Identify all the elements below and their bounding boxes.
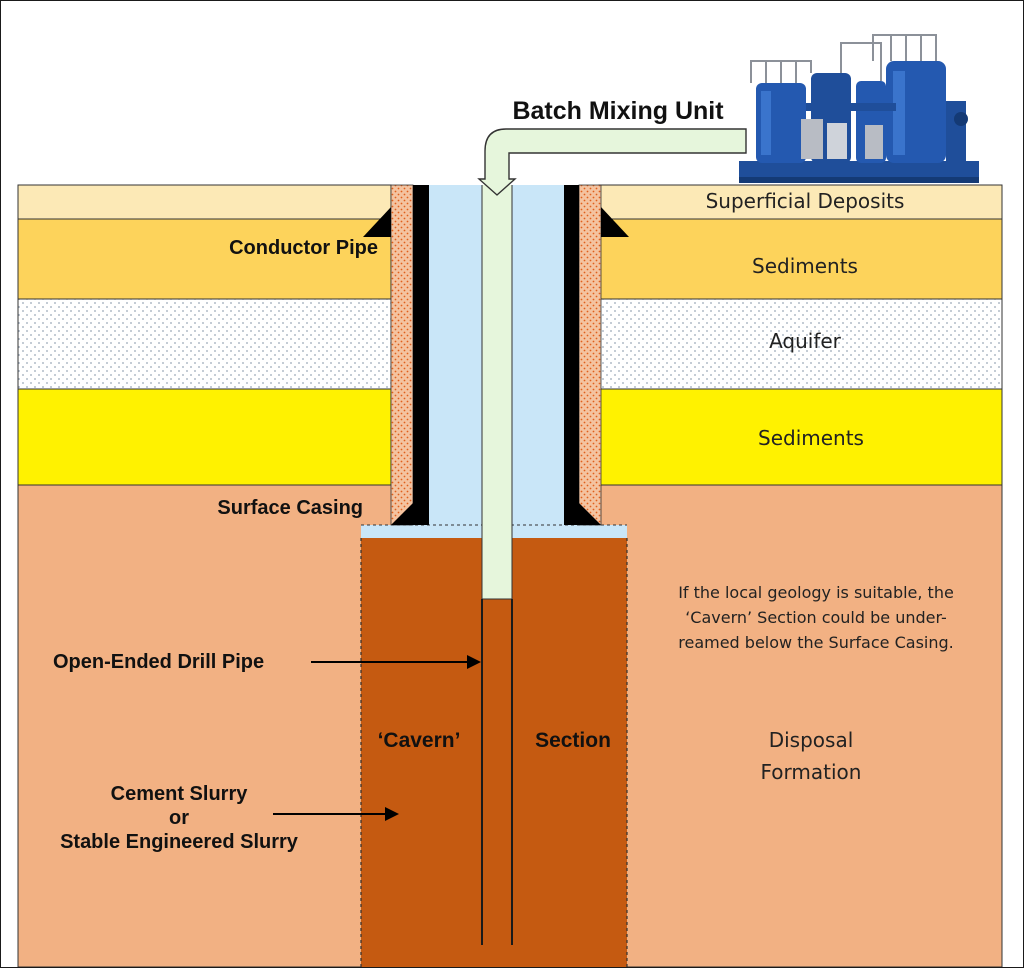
section-label: Section	[535, 729, 611, 752]
stratum-aquifer-right	[598, 298, 1003, 390]
aquifer-label: Aquifer	[769, 329, 842, 353]
drill-pipe-label: Open-Ended Drill Pipe	[53, 651, 264, 673]
note-line2: ‘Cavern’ Section could be under-	[685, 608, 947, 627]
drill-pipe-arrow	[311, 655, 481, 669]
sediments-1-label: Sediments	[752, 254, 858, 278]
note-line3: reamed below the Surface Casing.	[678, 633, 953, 652]
surface-casing-right-wall	[564, 185, 579, 525]
cavern-slurry-fill	[361, 538, 627, 967]
conductor-pipe-label: Conductor Pipe	[229, 237, 378, 259]
drill-pipe	[481, 185, 513, 945]
surface-casing-left-wall	[413, 185, 429, 525]
stratum-sediments-2-right	[598, 388, 1003, 486]
slurry-label-line2: or	[169, 807, 189, 829]
batch-mixing-unit-label: Batch Mixing Unit	[512, 97, 724, 125]
stratum-superficial-right	[598, 184, 1003, 220]
conductor-pipe-left	[363, 207, 391, 237]
note-line1: If the local geology is suitable, the	[678, 583, 954, 602]
stratum-sediments-1-right	[598, 218, 1003, 300]
stratum-sediments-1-left	[17, 218, 392, 300]
disposal-formation-label-line2: Formation	[761, 760, 862, 784]
superficial-deposits-label: Superficial Deposits	[706, 189, 905, 213]
cement-sheath-right	[578, 184, 602, 526]
sediments-2-label: Sediments	[758, 426, 864, 450]
batch-mixing-unit-icon	[739, 34, 979, 183]
slurry-label-line3: Stable Engineered Slurry	[60, 831, 299, 853]
slurry-label-line1: Cement Slurry	[111, 783, 249, 805]
casings	[363, 185, 629, 525]
cement-sheath-left	[390, 184, 414, 526]
conductor-pipe-right	[601, 207, 629, 237]
stratum-aquifer-left	[17, 298, 392, 390]
surface-casing-label: Surface Casing	[217, 497, 363, 519]
feed-pipe	[477, 128, 747, 196]
slurry-arrow	[273, 807, 399, 821]
stratum-superficial-left	[17, 184, 392, 220]
drill-pipe-fluid	[482, 185, 512, 599]
cavern-label: ‘Cavern’	[378, 729, 461, 752]
cavern-section	[360, 538, 628, 967]
disposal-formation-label-line1: Disposal	[769, 728, 854, 752]
stratum-sediments-2-left	[17, 388, 392, 486]
